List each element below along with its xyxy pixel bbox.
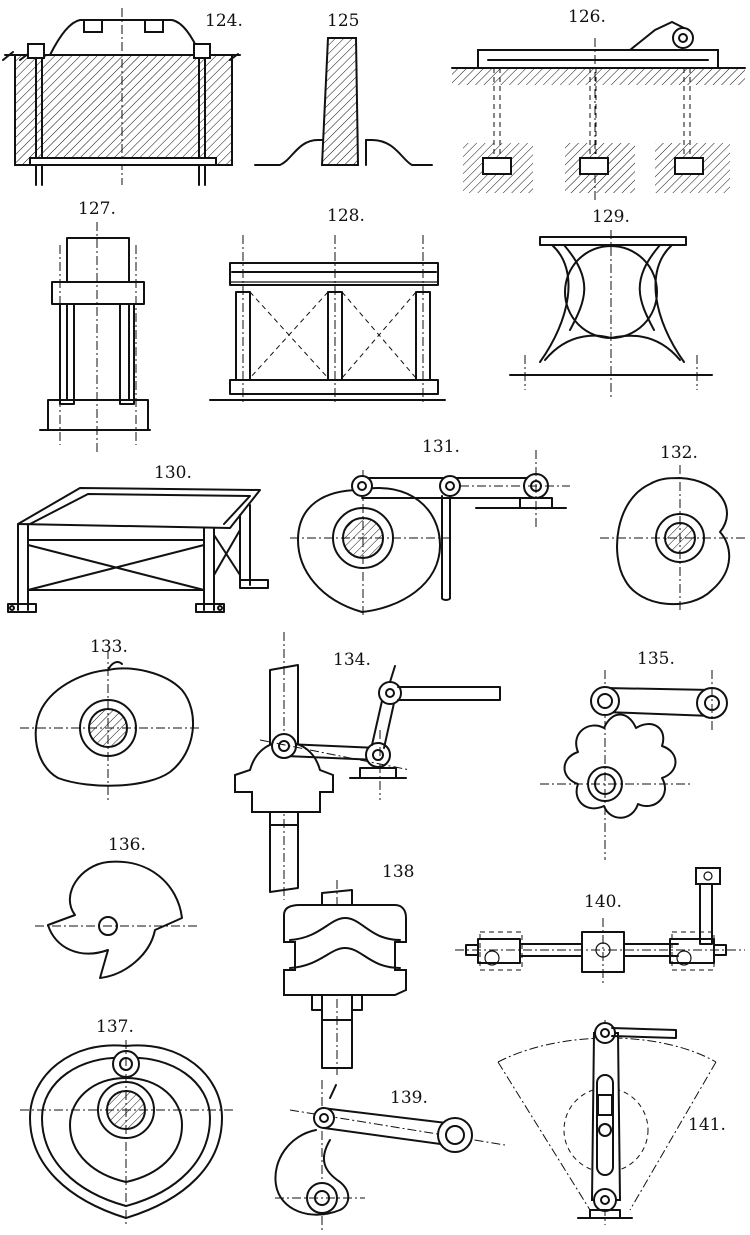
figure-141: 141. xyxy=(497,1020,726,1225)
figure-128: 128. xyxy=(209,206,446,405)
figure-label: 128. xyxy=(327,206,365,226)
figure-label: 139. xyxy=(390,1088,428,1108)
figure-label: 141. xyxy=(688,1115,726,1135)
figure-125: 125 xyxy=(254,11,433,166)
figure-label: 125 xyxy=(327,11,359,31)
figure-label: 129. xyxy=(592,207,630,227)
figure-126: 126. xyxy=(451,7,746,200)
figure-134: 134. xyxy=(234,632,501,900)
figure-130: 130. xyxy=(7,463,269,613)
figure-136: 136. xyxy=(35,835,200,979)
figure-124: 124. xyxy=(2,8,243,186)
figure-label: 140. xyxy=(584,892,622,912)
figure-label: 130. xyxy=(154,463,192,483)
figure-133: 133. xyxy=(20,637,200,800)
figure-label: 136. xyxy=(108,835,146,855)
figure-129: 129. xyxy=(509,207,713,400)
figure-label: 134. xyxy=(333,650,371,670)
figure-138: 138 xyxy=(283,862,414,1075)
figure-label: 138 xyxy=(382,862,414,882)
figure-131: 131. xyxy=(290,437,570,615)
figure-label: 133. xyxy=(90,637,128,657)
figure-label: 126. xyxy=(568,7,606,27)
figure-label: 132. xyxy=(660,443,698,463)
figure-135: 135. xyxy=(540,649,728,860)
figure-139: 139. xyxy=(274,1080,506,1230)
figure-140: 140. xyxy=(455,867,745,985)
figure-label: 137. xyxy=(96,1017,134,1037)
figure-label: 127. xyxy=(78,199,116,219)
figure-label: 124. xyxy=(205,11,243,31)
figure-label: 131. xyxy=(422,437,460,457)
figure-label: 135. xyxy=(637,649,675,669)
figure-132: 132. xyxy=(600,443,745,612)
figure-137: 137. xyxy=(20,1017,236,1225)
figure-127: 127. xyxy=(39,199,151,452)
